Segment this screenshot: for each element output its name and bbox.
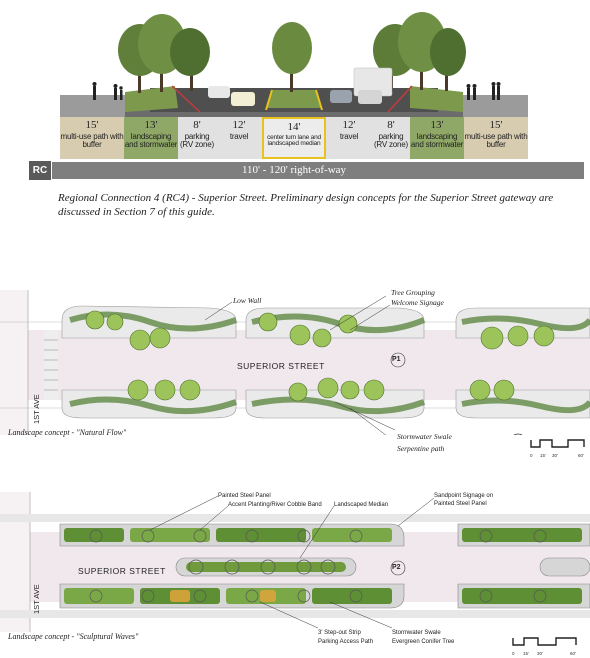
segment-2: 8' parking (RV zone) bbox=[178, 117, 216, 159]
scale-tick-0: 0 bbox=[530, 453, 533, 458]
callout-tree-grouping: Tree Grouping bbox=[391, 288, 435, 297]
segment-desc: travel bbox=[229, 131, 249, 141]
cross-section-illustration bbox=[60, 12, 528, 118]
segment-width: 13' bbox=[144, 119, 158, 131]
scale-tick-30: 30' bbox=[552, 453, 558, 458]
rc-badge: RC bbox=[28, 160, 52, 181]
plan1-scale-bar bbox=[530, 439, 585, 448]
right-of-way-bar bbox=[30, 162, 584, 179]
segment-width: 14' bbox=[287, 121, 301, 133]
segment-width: 15' bbox=[489, 119, 503, 131]
segment-width: 12' bbox=[232, 119, 246, 131]
segment-desc: landscaping and stormwater bbox=[124, 131, 178, 149]
segment-1: 13' landscaping and stormwater bbox=[124, 117, 178, 159]
segment-width: 15' bbox=[85, 119, 99, 131]
plan2-scale-bar bbox=[512, 637, 577, 646]
plan1-street-label: SUPERIOR STREET bbox=[237, 361, 325, 371]
callout-low-wall: Low Wall bbox=[233, 296, 262, 305]
plan2-marker: P2 bbox=[392, 564, 401, 571]
segment-0: 15' multi-use path with buffer bbox=[60, 117, 124, 159]
callout-sandpoint-signage-panel: Painted Steel Panel bbox=[434, 501, 487, 507]
callout-landscaped-median: Landscaped Median bbox=[334, 502, 389, 508]
callout-serpentine-path: Serpentine path bbox=[397, 444, 445, 453]
segment-4: 14' center turn lane and landscaped medi… bbox=[262, 117, 326, 159]
callout-evergreen-conifer: Evergreen Conifer Tree bbox=[392, 639, 455, 645]
figure-caption: Regional Connection 4 (RC4) - Superior S… bbox=[58, 192, 554, 218]
plan1-concept-label: Landscape concept - "Natural Flow" bbox=[8, 428, 127, 437]
segment-7: 13' landscaping and stormwater bbox=[410, 117, 464, 159]
cross-section-segments: 15' multi-use path with buffer 13' lands… bbox=[60, 117, 528, 159]
segment-width: 8' bbox=[193, 119, 201, 131]
segment-8: 15' multi-use path with buffer bbox=[464, 117, 528, 159]
callout-painted-steel-panel: Painted Steel Panel bbox=[218, 493, 271, 499]
scale2-tick-15: 15' bbox=[523, 651, 529, 656]
segment-desc: multi-use path with buffer bbox=[464, 131, 528, 149]
scale-tick-60: 60' bbox=[578, 453, 584, 458]
plan2-street-label: SUPERIOR STREET bbox=[78, 566, 166, 576]
scale2-tick-30: 30' bbox=[537, 651, 543, 656]
segment-5: 12' travel bbox=[326, 117, 372, 159]
plan-natural-flow bbox=[0, 290, 590, 435]
plan1-cross-street-label: 1ST AVE bbox=[32, 394, 41, 424]
plan-sculptural-waves bbox=[0, 492, 590, 632]
callout-stormwater-swale-2: Stormwater Swale bbox=[392, 630, 441, 636]
callout-stormwater-swale: Stormwater Swale bbox=[397, 432, 452, 441]
callout-parking-access-path: Parking Access Path bbox=[318, 639, 374, 645]
right-of-way-label: 110' - 120' right-of-way bbox=[241, 164, 347, 176]
segment-desc: travel bbox=[339, 131, 359, 141]
callout-welcome-signage: Welcome Signage bbox=[391, 298, 444, 307]
plan2-cross-street-label: 1ST AVE bbox=[32, 584, 41, 614]
segment-3: 12' travel bbox=[216, 117, 262, 159]
segment-desc: parking (RV zone) bbox=[373, 131, 409, 149]
segment-width: 12' bbox=[342, 119, 356, 131]
callout-sandpoint-signage: Sandpoint Signage on bbox=[434, 493, 494, 499]
scale2-tick-0: 0 bbox=[512, 651, 515, 656]
callout-step-out-strip: 3' Step-out Strip bbox=[318, 630, 361, 636]
segment-width: 13' bbox=[430, 119, 444, 131]
segment-desc: landscaping and stormwater bbox=[410, 131, 464, 149]
segment-6: 8' parking (RV zone) bbox=[372, 117, 410, 159]
plan2-concept-label: Landscape concept - "Sculptural Waves" bbox=[8, 632, 139, 641]
scale-tick-15: 15' bbox=[540, 453, 546, 458]
segment-width: 8' bbox=[387, 119, 395, 131]
scale2-tick-60: 60' bbox=[570, 651, 576, 656]
plan1-marker: P1 bbox=[392, 356, 401, 363]
callout-accent-planting: Accent Planting/River Cobble Band bbox=[228, 502, 322, 508]
segment-desc: multi-use path with buffer bbox=[60, 131, 124, 149]
segment-desc: parking (RV zone) bbox=[179, 131, 215, 149]
segment-desc: center turn lane and landscaped median bbox=[267, 133, 321, 148]
